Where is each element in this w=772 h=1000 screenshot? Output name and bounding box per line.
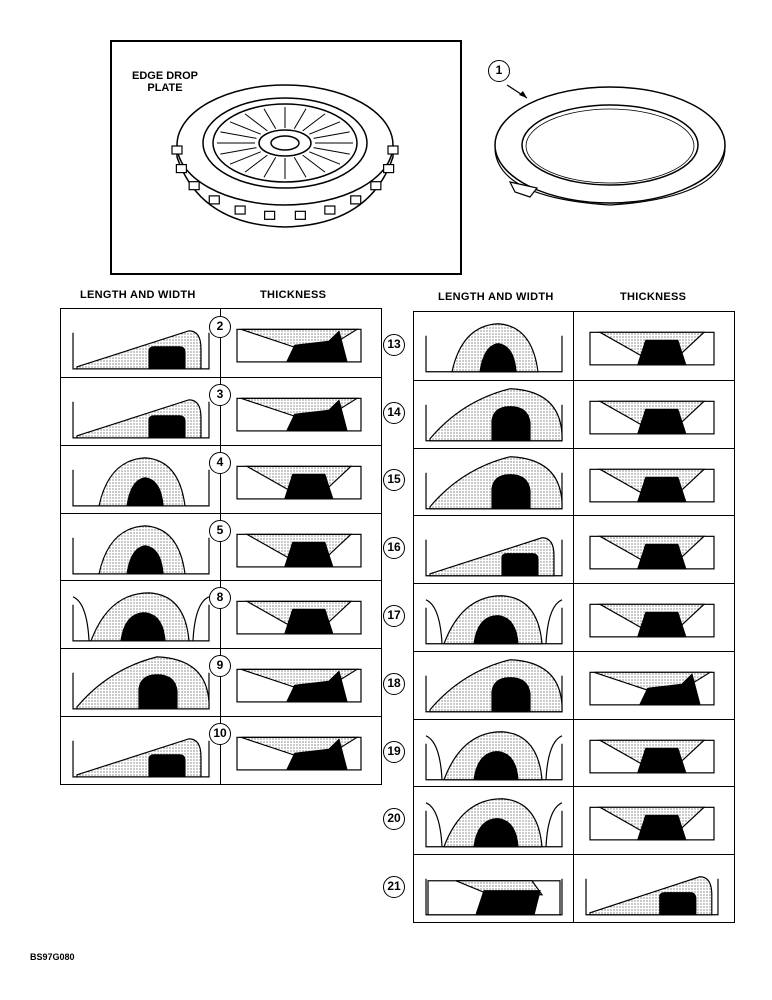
wear-pattern-row	[61, 376, 381, 446]
callout-17: 17	[383, 605, 405, 627]
thickness-pattern	[574, 381, 734, 449]
length-width-pattern	[414, 380, 574, 449]
thickness-pattern	[221, 581, 381, 649]
callout-14: 14	[383, 401, 405, 424]
thickness-pattern	[574, 787, 734, 855]
thickness-pattern	[221, 309, 381, 377]
figure-code: BS97G080	[30, 952, 75, 962]
length-width-pattern	[61, 377, 221, 446]
thickness-pattern	[574, 516, 734, 584]
wear-pattern-row	[414, 447, 734, 517]
wear-pattern-row	[414, 312, 734, 380]
thickness-pattern	[221, 717, 381, 785]
callout-18: 18	[383, 672, 405, 695]
callout-2: 2	[209, 316, 231, 338]
thrust-ring-illustration	[494, 84, 726, 206]
callout-15: 15	[383, 469, 405, 492]
length-width-pattern	[414, 787, 574, 856]
length-width-pattern	[414, 516, 574, 585]
length-width-pattern	[61, 581, 221, 650]
thickness-pattern	[221, 649, 381, 717]
wear-pattern-row	[61, 580, 381, 650]
length-width-pattern	[414, 312, 574, 380]
right-header-thickness: THICKNESS	[620, 291, 687, 303]
wear-pattern-row	[414, 854, 734, 923]
callout-10: 10	[209, 723, 231, 746]
wear-pattern-row	[61, 512, 381, 582]
callout-5: 5	[209, 519, 231, 542]
length-width-pattern	[414, 855, 574, 923]
left-header-thickness: THICKNESS	[260, 289, 327, 301]
callout-13: 13	[383, 333, 405, 356]
wear-pattern-row	[414, 515, 734, 585]
length-width-pattern	[61, 649, 221, 718]
callout-19: 19	[383, 740, 405, 763]
length-width-pattern	[414, 448, 574, 517]
callout-1: 1	[488, 60, 510, 82]
thickness-pattern	[221, 514, 381, 582]
wear-pattern-row	[414, 379, 734, 449]
thickness-pattern	[574, 855, 734, 923]
wear-pattern-row	[414, 650, 734, 720]
thickness-pattern	[574, 584, 734, 652]
right-wear-grid	[413, 311, 735, 923]
edge-drop-plate-label: EDGE DROP PLATE	[131, 70, 198, 94]
callout-16: 16	[383, 537, 405, 560]
left-wear-grid	[60, 308, 382, 785]
wear-pattern-row	[414, 718, 734, 788]
thickness-pattern	[574, 312, 734, 380]
left-header-length-width: LENGTH AND WIDTH	[80, 289, 196, 301]
callout-21: 21	[383, 876, 405, 899]
wear-pattern-row	[61, 444, 381, 514]
wear-pattern-row	[61, 716, 381, 785]
length-width-pattern	[414, 651, 574, 720]
thickness-pattern	[574, 652, 734, 720]
length-width-pattern	[61, 513, 221, 582]
callout-9: 9	[209, 655, 231, 678]
wear-pattern-row	[61, 648, 381, 718]
wear-pattern-row	[414, 786, 734, 856]
callout-8: 8	[209, 587, 231, 610]
wear-pattern-row	[414, 583, 734, 652]
callout-20: 20	[383, 808, 405, 831]
right-header-length-width: LENGTH AND WIDTH	[438, 291, 554, 303]
thickness-pattern	[574, 449, 734, 517]
length-width-pattern	[61, 717, 221, 785]
edge-drop-plate-frame	[110, 40, 462, 275]
length-width-pattern	[61, 445, 221, 514]
edge-drop-plate-illustration	[171, 84, 399, 228]
callout-3: 3	[209, 383, 231, 406]
thickness-pattern	[221, 446, 381, 514]
wear-pattern-row	[61, 309, 381, 377]
thickness-pattern	[574, 720, 734, 788]
length-width-pattern	[414, 719, 574, 788]
length-width-pattern	[414, 584, 574, 652]
length-width-pattern	[61, 309, 221, 377]
thickness-pattern	[221, 378, 381, 446]
callout-4: 4	[209, 451, 231, 474]
